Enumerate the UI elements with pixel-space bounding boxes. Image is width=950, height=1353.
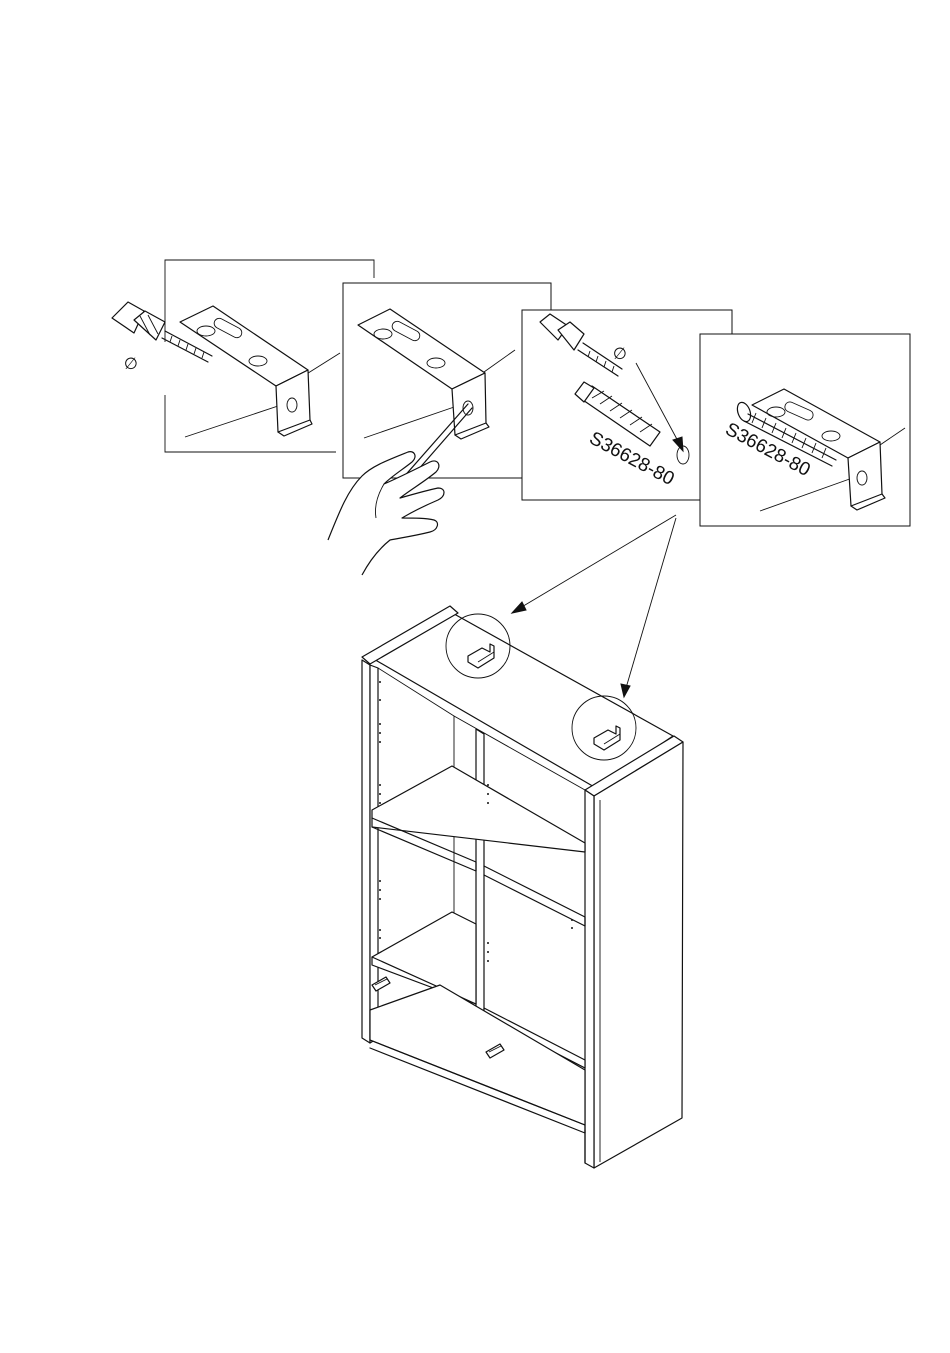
bookcase-illustration <box>362 606 683 1168</box>
diameter-symbol: ∅ <box>124 354 138 373</box>
step-drill-panel: ∅ <box>112 260 374 452</box>
step-clean-panel <box>328 283 551 575</box>
step-screw-panel: S36628-80 <box>700 334 910 526</box>
diameter-symbol: ∅ <box>613 344 627 363</box>
